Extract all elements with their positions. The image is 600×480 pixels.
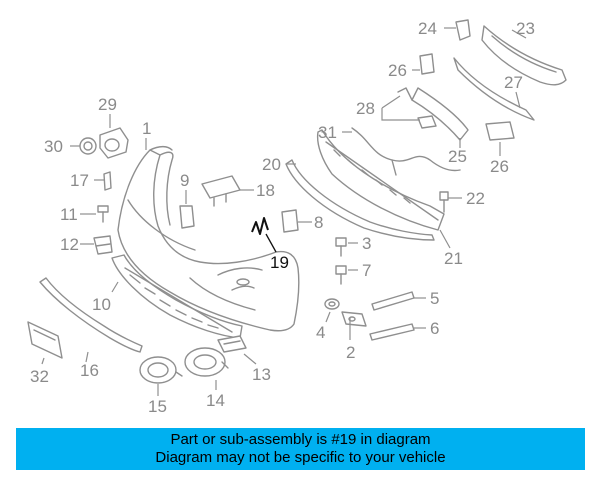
bracket-2-part <box>341 311 367 327</box>
callout-13: 13 <box>252 365 271 384</box>
wire-harness-part <box>351 127 461 176</box>
banner-line-2: Diagram may not be specific to your vehi… <box>155 449 446 466</box>
clip-24-part <box>455 19 471 41</box>
callout-3: 3 <box>362 234 371 253</box>
callout-17: 17 <box>70 171 89 190</box>
callout-14: 14 <box>206 391 225 410</box>
lower-grille-part <box>111 254 243 339</box>
callout-21: 21 <box>444 249 463 268</box>
bolt-22-part <box>439 191 449 213</box>
washer-cap-part <box>201 175 241 207</box>
upper-strip-part <box>285 159 435 241</box>
banner-line-1: Part or sub-assembly is #19 in diagram <box>170 431 431 448</box>
sensor-ring-part <box>79 137 97 155</box>
upper-beam-part <box>481 25 567 86</box>
license-bracket-part <box>27 321 63 359</box>
callout-32: 32 <box>30 367 49 386</box>
parts-diagram: 1 2 3 4 5 6 7 8 9 10 11 12 13 14 15 16 1… <box>27 19 567 416</box>
callout-22: 22 <box>466 189 485 208</box>
callout-29: 29 <box>98 95 117 114</box>
clip-17-part <box>103 171 112 191</box>
bumper-cover-part <box>117 145 300 332</box>
bolt-11-part <box>97 205 109 223</box>
callout-5: 5 <box>430 289 439 308</box>
callout-4: 4 <box>316 323 325 342</box>
callout-2: 2 <box>346 343 355 362</box>
strip-27-part <box>453 57 535 121</box>
callout-9: 9 <box>180 171 189 190</box>
bolt-3-part <box>335 237 347 257</box>
callout-27: 27 <box>504 73 523 92</box>
park-sensor-part <box>99 127 129 159</box>
callout-15: 15 <box>148 397 167 416</box>
bracket-28-part <box>397 87 437 129</box>
callout-7: 7 <box>362 261 371 280</box>
bolt-7-part <box>335 265 347 285</box>
callout-30: 30 <box>44 137 63 156</box>
guide-6-part <box>369 323 415 341</box>
callout-6: 6 <box>430 319 439 338</box>
callout-24: 24 <box>418 19 437 38</box>
bracket-26-right-part <box>485 121 515 141</box>
callout-25: 25 <box>448 147 467 166</box>
fog-bezel-right-part <box>184 347 229 377</box>
part-19-highlighted <box>251 217 269 235</box>
trim-strip-part <box>39 277 143 353</box>
clip-26-top-part <box>419 53 435 75</box>
callout-12: 12 <box>60 235 79 254</box>
impact-absorber-part <box>316 129 445 231</box>
callout-28: 28 <box>356 99 375 118</box>
beam-25-part <box>411 87 469 141</box>
guide-5-part <box>371 291 415 311</box>
nut-4-part <box>324 298 340 310</box>
bracket-12-part <box>93 235 113 255</box>
callout-31: 31 <box>318 123 337 142</box>
callout-16: 16 <box>80 361 99 380</box>
callout-10: 10 <box>92 295 111 314</box>
callout-26-top: 26 <box>388 61 407 80</box>
callout-20: 20 <box>262 155 281 174</box>
callout-11: 11 <box>60 205 78 224</box>
callout-19: 19 <box>270 253 289 272</box>
fog-bezel-left-part <box>139 356 183 384</box>
callout-1: 1 <box>142 119 151 138</box>
fog-cover-part <box>217 335 247 353</box>
leader-lines <box>41 27 527 396</box>
clip-9-part <box>179 205 195 229</box>
clip-8-part <box>281 209 299 233</box>
info-banner: Part or sub-assembly is #19 in diagram D… <box>16 428 585 470</box>
callout-18: 18 <box>256 181 275 200</box>
callout-23: 23 <box>516 19 535 38</box>
callout-26-right: 26 <box>490 157 509 176</box>
callout-8: 8 <box>314 213 323 232</box>
